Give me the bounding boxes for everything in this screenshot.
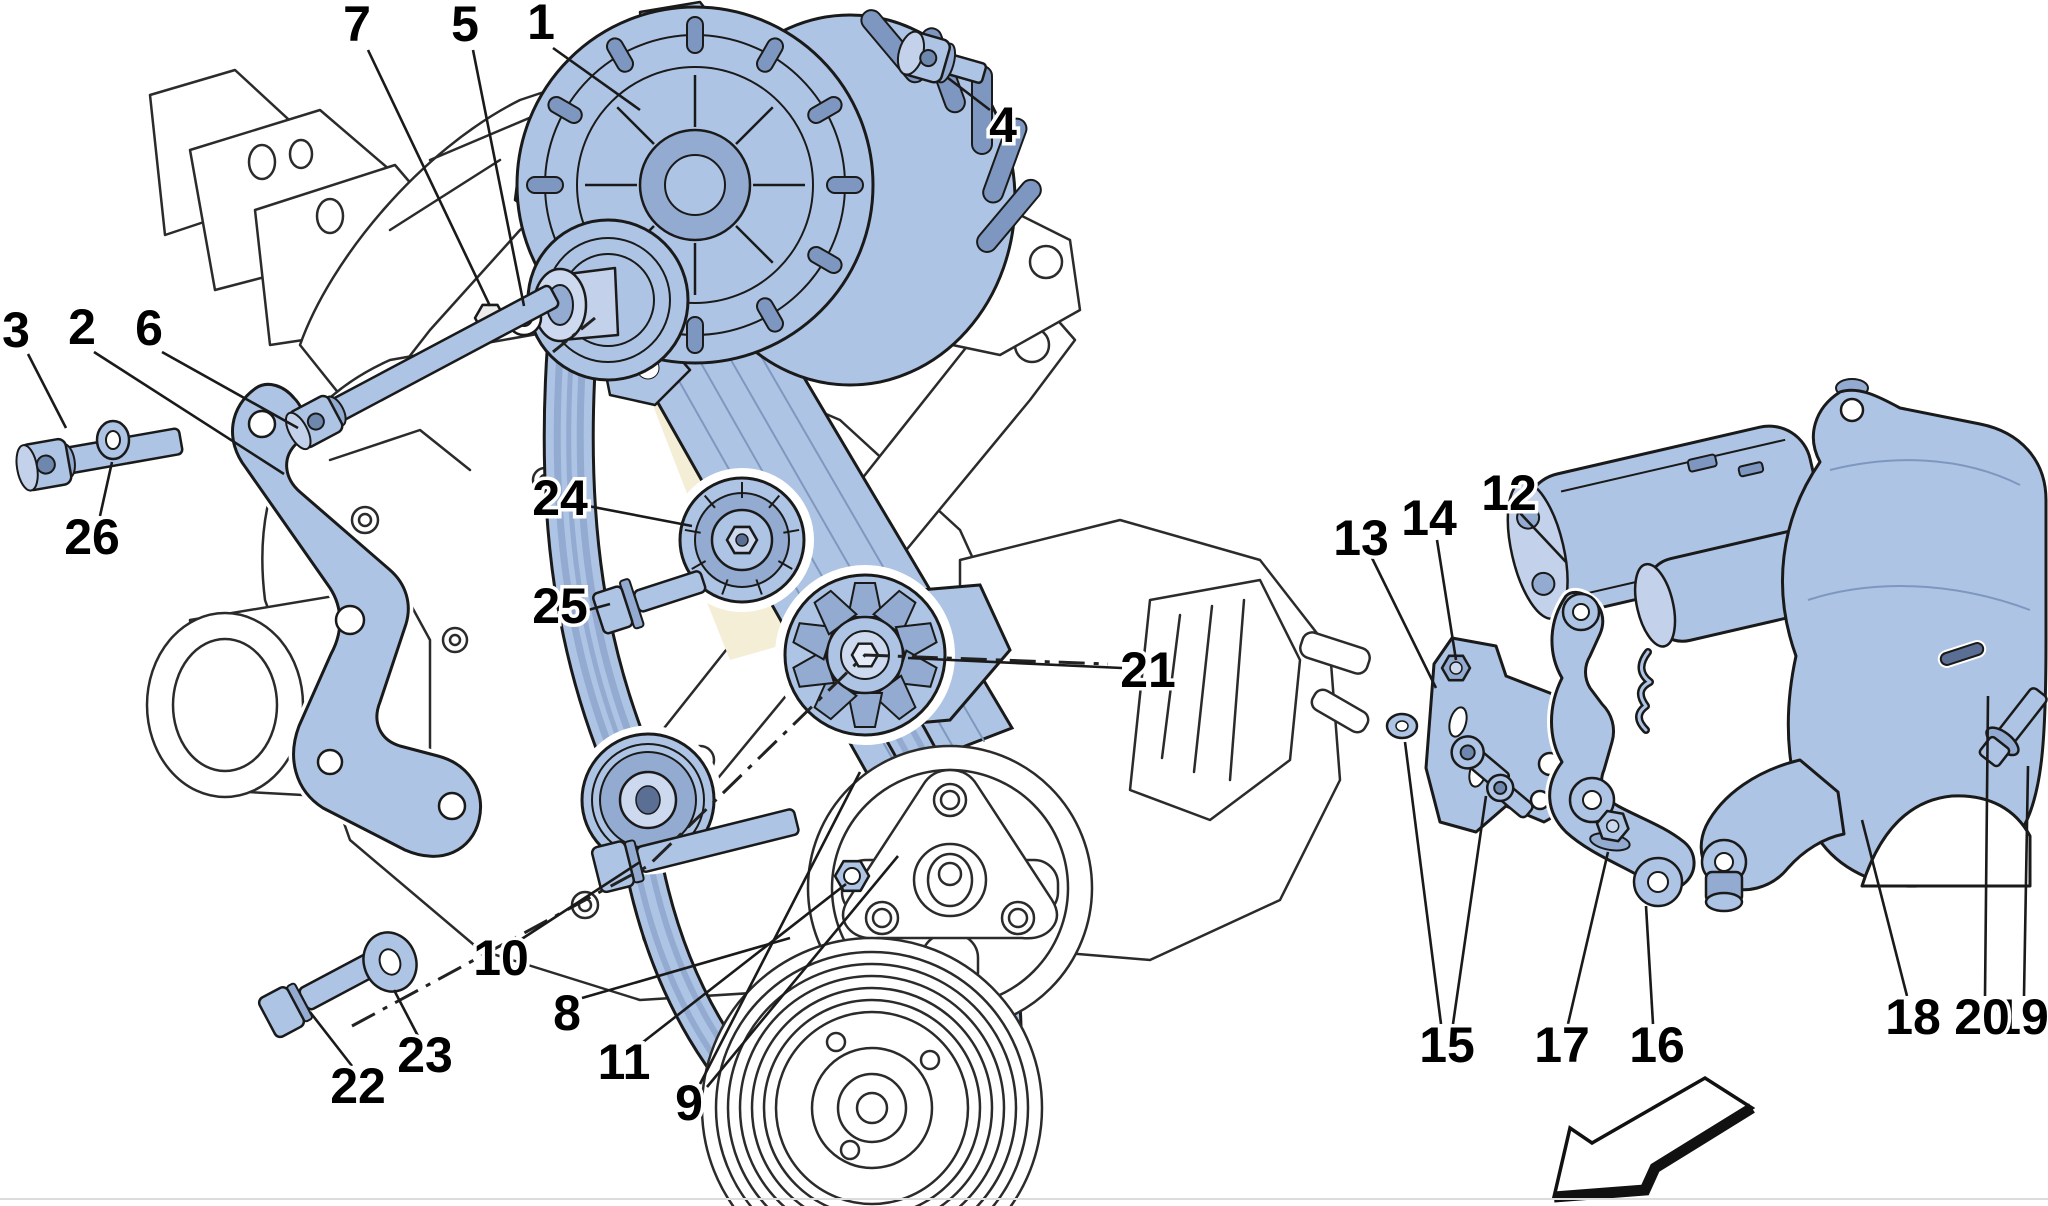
callout-12-leader-line [1519, 512, 1567, 563]
callout-1: 1 [524, 0, 641, 112]
callout-17: 17 [1531, 851, 1610, 1077]
callout-15-leader-line [1451, 795, 1488, 1025]
callout-21: 21 [907, 639, 1180, 702]
callout-7-leader-line [366, 49, 492, 307]
callout-5: 5 [448, 0, 526, 307]
callout-number-12[interactable]: 12 [1478, 462, 1541, 525]
callout-15-leader-line [1403, 741, 1443, 1025]
starter-fasteners-15-illustration [1385, 712, 1534, 819]
callout-19: 19 [1990, 765, 2048, 1049]
callout-number-8[interactable]: 8 [550, 982, 585, 1045]
fasteners-left-illustration [15, 30, 988, 1039]
callout-19-leader-line [2022, 765, 2030, 997]
direction-arrow [1551, 1075, 1756, 1203]
callout-number-16[interactable]: 16 [1626, 1014, 1689, 1077]
callout-6-leader-line [161, 350, 299, 430]
compressor-pulley-illustration [700, 936, 1044, 1206]
water-pump-pulley-illustration [573, 725, 723, 875]
callout-2-leader-line [93, 350, 285, 476]
callout-number-13[interactable]: 13 [1330, 507, 1393, 570]
callout-number-2[interactable]: 2 [65, 296, 100, 359]
callout-24-leader-line [587, 504, 693, 528]
callout-12: 12 [1478, 462, 1567, 563]
callout-11-leader-line [637, 882, 847, 1048]
assembly-axis-line [351, 316, 1109, 1028]
callout-23: 23 [392, 989, 457, 1087]
callout-24: 24 [529, 467, 693, 530]
callout-6: 6 [132, 297, 299, 430]
callout-number-19[interactable]: 19 [1990, 986, 2048, 1049]
callout-number-14[interactable]: 14 [1398, 487, 1461, 550]
callout-3-leader-line [26, 353, 68, 429]
callout-23-leader-line [392, 989, 420, 1037]
callout-number-9[interactable]: 9 [672, 1072, 707, 1135]
callout-26: 26 [61, 461, 124, 569]
callout-number-21[interactable]: 21 [1117, 639, 1180, 702]
callout-number-10[interactable]: 10 [470, 927, 533, 990]
callout-number-20[interactable]: 20 [1951, 986, 2014, 1049]
callout-10-leader-line [513, 860, 641, 946]
callout-3: 3 [0, 299, 68, 429]
callout-2: 2 [65, 296, 285, 476]
callout-number-26[interactable]: 26 [61, 506, 124, 569]
callout-26-leader-line [98, 461, 114, 517]
callout-number-7[interactable]: 7 [340, 0, 375, 56]
callout-number-3[interactable]: 3 [0, 299, 33, 362]
callout-9: 9 [672, 771, 900, 1135]
callout-number-5[interactable]: 5 [448, 0, 483, 56]
callout-18: 18 [1860, 819, 1945, 1049]
callout-8: 8 [550, 936, 791, 1045]
callout-number-25[interactable]: 25 [529, 575, 592, 638]
callout-21-leader-line [907, 656, 1123, 670]
callout-17-leader-line [1566, 851, 1610, 1025]
callout-number-4[interactable]: 4 [986, 94, 1021, 157]
callout-14-leader-line [1435, 539, 1458, 661]
callout-number-17[interactable]: 17 [1531, 1014, 1594, 1077]
callout-number-1[interactable]: 1 [524, 0, 559, 54]
callout-number-23[interactable]: 23 [394, 1024, 457, 1087]
callout-number-18[interactable]: 18 [1882, 986, 1945, 1049]
callout-9-leader-line [698, 771, 862, 1085]
callout-4: 4 [947, 76, 1021, 157]
callout-10: 10 [470, 860, 641, 990]
callout-14: 14 [1398, 487, 1461, 661]
callout-25: 25 [529, 575, 611, 638]
callout-16-leader-line [1644, 905, 1655, 1025]
callout-25-leader-line [587, 602, 611, 612]
callout-7: 7 [340, 0, 492, 307]
callout-22: 22 [308, 1011, 390, 1118]
callout-13-leader-line [1370, 557, 1438, 689]
callout-22-leader-line [308, 1011, 354, 1067]
callout-number-11[interactable]: 11 [594, 1031, 654, 1094]
callout-20-leader-line [1983, 695, 1990, 997]
callout-number-6[interactable]: 6 [132, 297, 167, 360]
callout-number-15[interactable]: 15 [1416, 1014, 1479, 1077]
callout-4-leader-line [947, 76, 991, 112]
idler-pulley-illustration [670, 468, 814, 612]
callout-16: 16 [1626, 905, 1689, 1077]
callout-1-leader-line [552, 46, 641, 112]
callout-number-24[interactable]: 24 [529, 467, 592, 530]
callout-15: 15 [1403, 741, 1488, 1077]
callout-8-leader-line [581, 936, 791, 1000]
callout-number-22[interactable]: 22 [327, 1055, 390, 1118]
callout-5-leader-line [471, 49, 526, 307]
callout-9-leader-line [705, 855, 900, 1088]
callout-13: 13 [1330, 507, 1438, 689]
callout-18-leader-line [1860, 819, 1909, 997]
starter-bracket-16-illustration [1545, 587, 1699, 908]
heat-shield-illustration [1699, 378, 2048, 913]
callout-20: 20 [1951, 695, 2014, 1049]
callout-11: 11 [594, 882, 847, 1094]
alternator-illustration [475, 0, 1046, 407]
